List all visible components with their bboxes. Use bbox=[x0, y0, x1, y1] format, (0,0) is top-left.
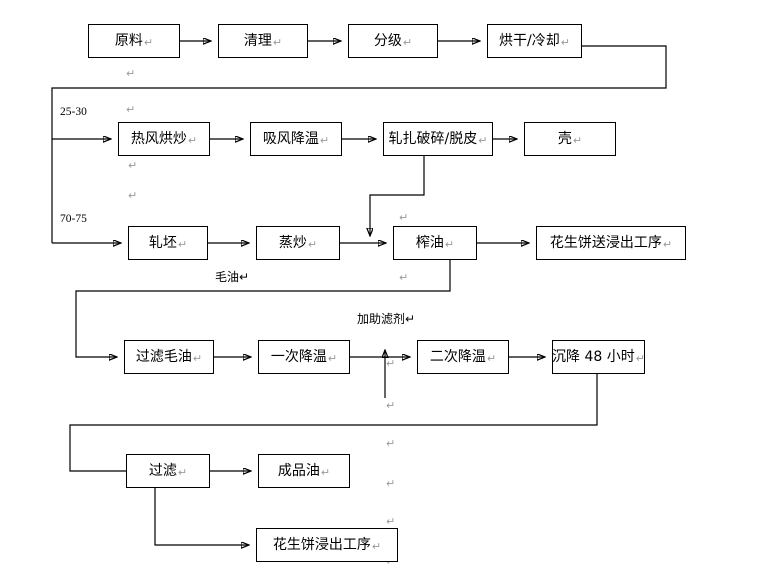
pilcrow-mark: ↵ bbox=[386, 437, 396, 450]
node-label: 清理 bbox=[243, 33, 272, 49]
pilcrow-mark: ↵ bbox=[478, 133, 488, 147]
node-settling-48h[interactable]: 沉降 48 小时↵ bbox=[552, 340, 645, 374]
edge-label-text: 加助滤剂 bbox=[357, 312, 406, 326]
node-label: 蒸炒 bbox=[278, 235, 307, 251]
pilcrow-mark: ↵ bbox=[126, 67, 136, 80]
pilcrow-mark: ↵ bbox=[572, 133, 583, 147]
edge-label-temp-25-30: 25-30 bbox=[60, 106, 87, 118]
node-label: 一次降温 bbox=[270, 349, 327, 365]
node-crushing-dehulling[interactable]: 轧扎破碎/脱皮↵ bbox=[383, 122, 493, 156]
pilcrow-mark: ↵ bbox=[405, 312, 416, 326]
node-flaking[interactable]: 轧坯↵ bbox=[128, 226, 208, 260]
node-second-cooling[interactable]: 二次降温↵ bbox=[417, 340, 509, 374]
pilcrow-mark: ↵ bbox=[126, 103, 136, 116]
pilcrow-mark: ↵ bbox=[143, 35, 154, 49]
node-finished-oil[interactable]: 成品油↵ bbox=[258, 454, 350, 488]
node-pressing[interactable]: 榨油↵ bbox=[393, 226, 477, 260]
node-first-cooling[interactable]: 一次降温↵ bbox=[258, 340, 350, 374]
node-label: 花生饼浸出工序 bbox=[272, 537, 371, 553]
pilcrow-mark: ↵ bbox=[662, 237, 673, 251]
pilcrow-mark: ↵ bbox=[635, 351, 645, 365]
pilcrow-mark: ↵ bbox=[371, 539, 382, 553]
pilcrow-mark: ↵ bbox=[386, 357, 396, 370]
node-hot-air-roasting[interactable]: 热风烘炒↵ bbox=[118, 122, 210, 156]
pilcrow-mark: ↵ bbox=[177, 237, 188, 251]
node-label: 吸风降温 bbox=[262, 131, 319, 147]
node-cleaning[interactable]: 清理↵ bbox=[218, 24, 308, 58]
pilcrow-mark: ↵ bbox=[327, 351, 338, 365]
node-cake-extraction-process[interactable]: 花生饼浸出工序↵ bbox=[256, 528, 398, 562]
node-label: 原料 bbox=[114, 33, 143, 49]
node-label: 二次降温 bbox=[429, 349, 486, 365]
pilcrow-mark: ↵ bbox=[560, 35, 570, 49]
pilcrow-mark: ↵ bbox=[177, 465, 188, 479]
pilcrow-mark: ↵ bbox=[239, 270, 250, 284]
pilcrow-mark: ↵ bbox=[272, 35, 283, 49]
pilcrow-mark: ↵ bbox=[399, 271, 409, 284]
node-air-cooling[interactable]: 吸风降温↵ bbox=[250, 122, 342, 156]
node-label: 热风烘炒 bbox=[130, 131, 187, 147]
pilcrow-mark: ↵ bbox=[128, 189, 138, 202]
node-grading[interactable]: 分级↵ bbox=[348, 24, 438, 58]
node-filter-crude-oil[interactable]: 过滤毛油↵ bbox=[124, 340, 214, 374]
edge-label-text: 毛油 bbox=[215, 270, 240, 284]
node-label: 轧坯 bbox=[148, 235, 177, 251]
node-label: 花生饼送浸出工序 bbox=[549, 235, 662, 251]
pilcrow-mark: ↵ bbox=[386, 399, 396, 412]
pilcrow-mark: ↵ bbox=[402, 35, 413, 49]
pilcrow-mark: ↵ bbox=[386, 477, 396, 490]
edge-label-crude-oil: 毛油↵ bbox=[215, 268, 249, 285]
pilcrow-mark: ↵ bbox=[386, 515, 396, 528]
node-label: 烘干/冷却 bbox=[499, 33, 560, 49]
node-filtering[interactable]: 过滤↵ bbox=[126, 454, 210, 488]
node-cake-to-extraction[interactable]: 花生饼送浸出工序↵ bbox=[536, 226, 686, 260]
node-shell[interactable]: 壳↵ bbox=[524, 122, 616, 156]
pilcrow-mark: ↵ bbox=[192, 351, 203, 365]
node-label: 分级 bbox=[373, 33, 402, 49]
node-label: 榨油 bbox=[415, 235, 444, 251]
node-label: 成品油 bbox=[277, 463, 320, 479]
edge-label-temp-70-75: 70-75 bbox=[60, 213, 87, 225]
node-label: 壳 bbox=[557, 131, 572, 147]
pilcrow-mark: ↵ bbox=[320, 465, 331, 479]
node-raw[interactable]: 原料↵ bbox=[88, 24, 180, 58]
node-steam-frying[interactable]: 蒸炒↵ bbox=[256, 226, 340, 260]
node-label: 过滤毛油 bbox=[135, 349, 192, 365]
pilcrow-mark: ↵ bbox=[128, 159, 138, 172]
pilcrow-mark: ↵ bbox=[399, 211, 409, 224]
node-label: 轧扎破碎/脱皮 bbox=[388, 131, 478, 147]
edge-label-filter-aid: 加助滤剂↵ bbox=[357, 310, 415, 327]
pilcrow-mark: ↵ bbox=[444, 237, 455, 251]
pilcrow-mark: ↵ bbox=[187, 133, 198, 147]
pilcrow-mark: ↵ bbox=[319, 133, 330, 147]
pilcrow-mark: ↵ bbox=[307, 237, 318, 251]
node-label: 沉降 48 小时 bbox=[552, 349, 635, 365]
node-label: 过滤 bbox=[148, 463, 177, 479]
pilcrow-mark: ↵ bbox=[486, 351, 497, 365]
node-drying-cooling[interactable]: 烘干/冷却↵ bbox=[487, 24, 582, 58]
